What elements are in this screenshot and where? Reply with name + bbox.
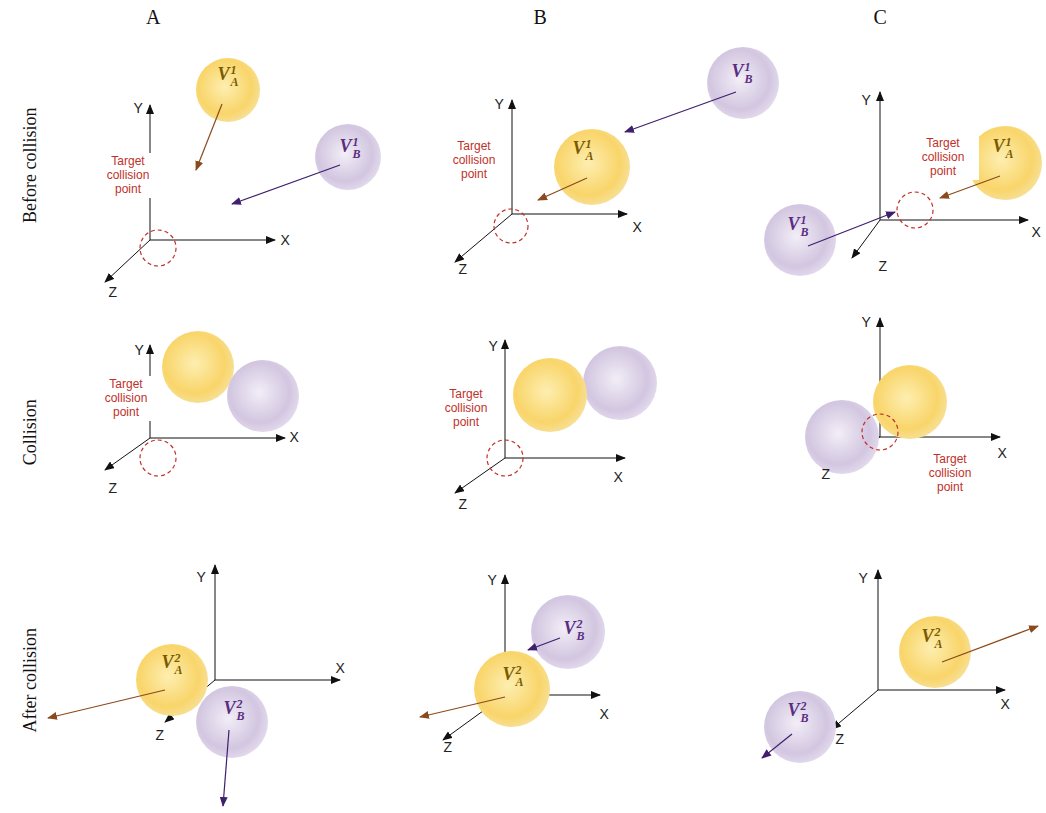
axis-label: Y [135,342,144,358]
sphere-node: VA1 [196,58,260,122]
axis-label: X [336,660,345,676]
axis-label: X [1032,224,1041,240]
velocity-label: VB2 [224,698,245,722]
axis-label: X [633,219,642,235]
velocity-label: VA1 [993,136,1014,160]
axis-label: Z [109,284,118,300]
axis-label: Y [859,570,868,586]
sphere-node: VA1 [968,126,1042,200]
target-point-label: Target collision point [438,138,510,183]
axis-label: Y [862,92,871,108]
velocity-label: VB1 [732,61,753,85]
velocity-label: VB1 [340,136,361,160]
sphere-shape [707,47,779,119]
axis-label: Y [134,100,143,116]
axis-label: Z [444,739,453,755]
sphere-shape [968,126,1042,200]
row-label: Collision [20,399,41,465]
target-point-label: Target collision point [430,386,502,431]
velocity-label: VA2 [503,664,524,688]
velocity-label: VA1 [573,138,594,162]
axis-label: X [281,232,290,248]
axis-label: Y [489,338,498,354]
target-point-label: Target collision point [907,135,979,180]
sphere-node: VA2 [136,644,208,716]
column-header: A [146,6,160,29]
axis-label: X [614,469,623,485]
row-label: Before collision [20,107,41,222]
axis-label: Y [862,314,871,330]
column-header: C [874,6,887,29]
sphere-shape [554,129,630,205]
velocity-label: VA1 [218,64,239,88]
sphere-node: VB2 [531,595,605,669]
axis-label: Y [488,572,497,588]
sphere-shape [196,686,268,758]
sphere-node: VA1 [554,129,630,205]
velocity-label: VB1 [788,214,809,238]
sphere-shape [315,124,381,190]
axis-label: X [600,706,609,722]
axis-label: Z [836,731,845,747]
sphere-shape [764,204,836,276]
sphere-node: VA2 [474,651,550,727]
axis-label: Z [459,261,468,277]
sphere-shape [764,691,836,763]
axis-label: X [290,429,299,445]
axis-label: Z [459,496,468,512]
velocity-label: VA2 [922,626,943,650]
target-point-label: Target collision point [90,376,162,421]
velocity-label: VB2 [564,618,585,642]
column-header: B [534,6,547,29]
axis-label: Z [822,466,831,482]
target-point-label: Target collision point [914,451,986,496]
sphere-node: VB1 [764,204,836,276]
target-point-label: Target collision point [92,153,164,198]
axis-label: Z [109,480,118,496]
velocity-label: VB2 [788,700,809,724]
axis-label: X [998,445,1007,461]
sphere-node: VB2 [196,686,268,758]
sphere-node: VA2 [899,616,971,688]
sphere-shape [474,651,550,727]
velocity-label: VA2 [162,652,183,676]
axis-label: Y [495,96,504,112]
axis-label: Z [156,727,165,743]
axis-label: X [1001,696,1010,712]
sphere-node: VB2 [764,691,836,763]
sphere-node: VB1 [707,47,779,119]
axis-label: Y [197,569,206,585]
axis-label: Z [879,258,888,274]
sphere-node: VB1 [315,124,381,190]
row-label: After collision [20,628,41,732]
